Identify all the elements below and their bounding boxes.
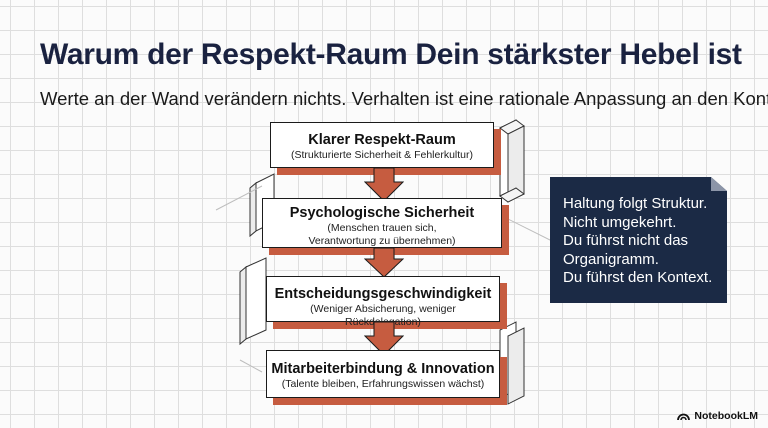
down-arrow-icon <box>364 168 404 202</box>
down-arrow-icon <box>364 322 404 356</box>
flow-step-mitarbeiterbindung: Mitarbeiterbindung & Innovation (Talente… <box>266 350 500 398</box>
note-line: Nicht umgekehrt. <box>563 213 677 231</box>
step-title: Entscheidungsgeschwindigkeit <box>274 286 492 302</box>
note-line: Du führst nicht das <box>563 232 689 249</box>
note-line: Haltung folgt Struktur. <box>563 195 708 212</box>
flow-step-entscheidungsgeschwindigkeit: Entscheidungsgeschwindigkeit (Weniger Ab… <box>266 276 500 328</box>
step-description: (Strukturierte Sicherheit & Fehlerkultur… <box>290 149 474 161</box>
flow-step-respekt-raum: Klarer Respekt-Raum (Strukturierte Siche… <box>270 122 494 168</box>
slide-subtitle: Werte an der Wand verändern nichts. Verh… <box>40 88 768 109</box>
flow-step-psychologische-sicherheit: Psychologische Sicherheit (Menschen trau… <box>262 198 502 248</box>
step-title: Klarer Respekt-Raum <box>308 132 456 148</box>
step-title: Psychologische Sicherheit <box>289 205 475 221</box>
note-line: Du führst den Kontext. <box>563 269 713 286</box>
notebooklm-logo: NotebookLM <box>677 410 758 422</box>
key-message-note: Haltung folgt Struktur. Nicht umgekehrt.… <box>550 177 727 303</box>
step-description: (Talente bleiben, Erfahrungswissen wächs… <box>281 378 485 390</box>
notebooklm-logo-icon <box>677 413 691 421</box>
note-line: Organigramm. <box>563 250 659 268</box>
slide-title: Warum der Respekt-Raum Dein stärkster He… <box>40 38 742 71</box>
down-arrow-icon <box>364 248 404 278</box>
logo-text: NotebookLM <box>694 410 758 422</box>
step-title: Mitarbeiterbindung & Innovation <box>271 361 495 377</box>
folded-corner-icon <box>711 177 727 191</box>
step-description: (Menschen trauen sich, Verantwortung zu … <box>308 222 456 247</box>
